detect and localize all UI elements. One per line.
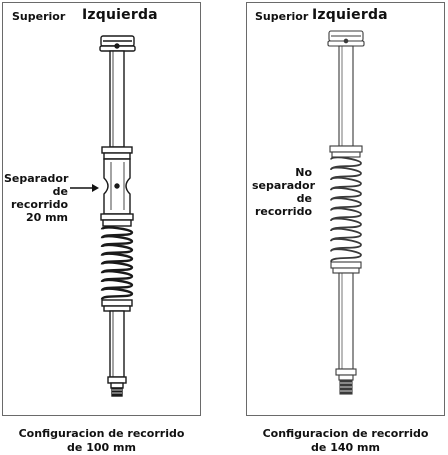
- right-caption: Configuracion de recorrido de 140 mm: [246, 427, 445, 455]
- right-note-line-1: No: [295, 166, 312, 179]
- left-caption: Configuracion de recorrido de 100 mm: [2, 427, 201, 455]
- right-side-label: Izquierda: [312, 7, 388, 23]
- left-caption-line-1: Configuracion de recorrido: [18, 427, 185, 440]
- left-note-line-1: Separador: [4, 172, 69, 185]
- right-note-line-3: de: [296, 192, 312, 205]
- left-caption-line-2: de 100 mm: [67, 441, 136, 454]
- left-note-line-4: 20 mm: [25, 211, 68, 224]
- left-note-line-3: recorrido: [10, 198, 68, 211]
- diagram-panel-left: [2, 2, 201, 416]
- right-note-line-2: separador: [252, 179, 316, 192]
- right-position-label: Superior: [255, 10, 309, 23]
- right-no-spacer-note: No separador de recorrido: [252, 166, 316, 218]
- right-caption-line-1: Configuracion de recorrido: [262, 427, 429, 440]
- shock-absorber-right: [327, 30, 365, 395]
- left-position-label: Superior: [12, 10, 66, 23]
- right-caption-line-2: de 140 mm: [311, 441, 380, 454]
- arrow-right-icon: [70, 184, 99, 192]
- right-note-line-4: recorrido: [254, 205, 312, 218]
- left-spacer-note: Separador de recorrido 20 mm: [4, 172, 68, 224]
- spring-coil: [330, 248, 362, 263]
- shock-absorber-left: [99, 35, 136, 397]
- spring-coil: [100, 287, 134, 301]
- left-side-label: Izquierda: [82, 7, 158, 23]
- left-note-line-2: de: [52, 185, 68, 198]
